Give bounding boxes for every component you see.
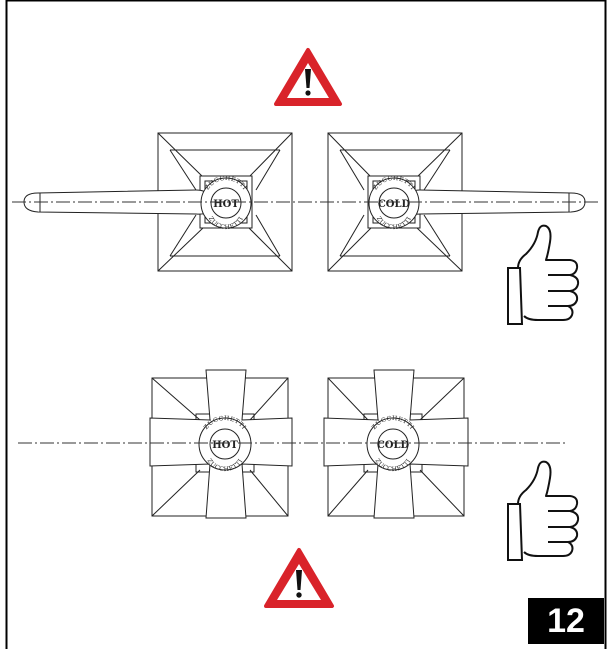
page-frame: [5, 0, 607, 649]
thumbs-up-icon: [507, 224, 580, 325]
figure-number-badge: 12: [528, 598, 604, 644]
cold-label-bottom: COLD: [377, 440, 410, 451]
warning-triangle-icon: [264, 548, 334, 608]
cold-indicator-cap-top: ZUCCHETTI ZUCCHETTI COLD: [368, 175, 420, 231]
lever-handle-assembly-top: ZUCCHETTI ZUCCHETTI HOT ZUCCHETTI ZUCCHE…: [12, 132, 598, 272]
cross-handle-assembly-bottom: ZUCCHETTI ZUCCHETTI HOT ZUCCHETTI ZUCCHE…: [18, 369, 566, 519]
thumbs-up-icon: [507, 460, 580, 561]
cold-label: COLD: [378, 199, 411, 210]
warning-triangle-icon: [274, 48, 342, 106]
hot-label-bottom: HOT: [212, 440, 238, 451]
hot-label: HOT: [213, 199, 239, 210]
